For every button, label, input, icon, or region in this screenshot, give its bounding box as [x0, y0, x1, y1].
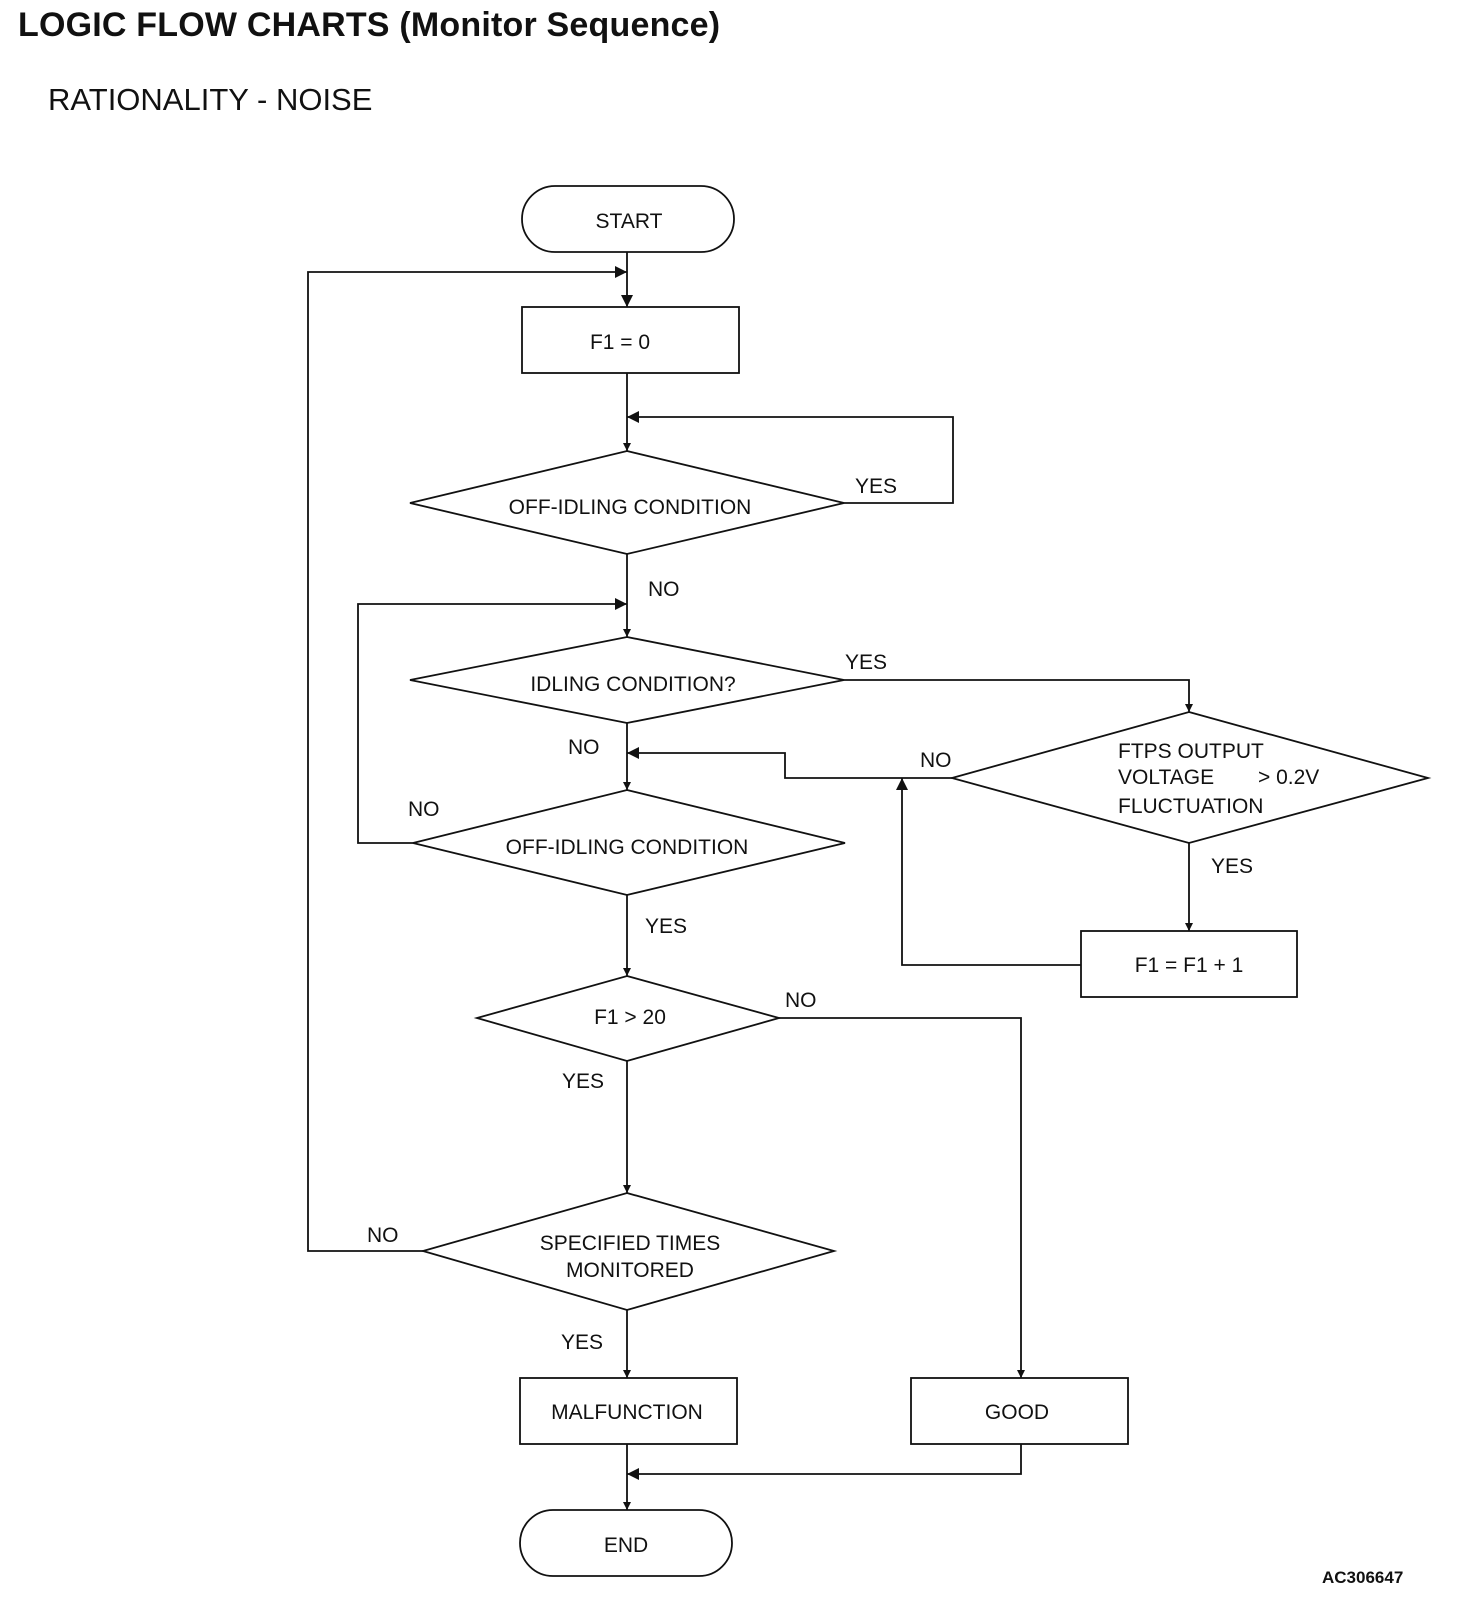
ftps-yes-label: YES — [1211, 855, 1253, 878]
figure-id: AC306647 — [1322, 1568, 1404, 1587]
f1-check-decision — [473, 975, 783, 1062]
f1-check-label: F1 > 20 — [594, 1006, 666, 1029]
malfunction-label: MALFUNCTION — [551, 1401, 703, 1424]
f1-increment-box — [1080, 930, 1298, 998]
f1-reset-label: F1 = 0 — [590, 331, 650, 354]
good-box — [910, 1377, 1129, 1445]
off-idling-1-label: OFF-IDLING CONDITION — [509, 496, 752, 519]
start-terminal — [521, 185, 735, 253]
end-label: END — [604, 1534, 648, 1557]
f1-check-yes-label: YES — [562, 1070, 604, 1093]
malfunction-box — [519, 1377, 738, 1445]
off-idling-1-no-label: NO — [648, 578, 680, 601]
connector-good-to-end — [627, 1444, 1022, 1480]
connector-increment-return — [896, 778, 1081, 966]
start-label: START — [596, 210, 663, 233]
ftps-line1-label: FTPS OUTPUT — [1118, 740, 1264, 763]
connector-specified-no-loop — [307, 266, 627, 1252]
page-title: LOGIC FLOW CHARTS (Monitor Sequence) — [18, 6, 721, 44]
connector-idling-yes-to-ftps — [844, 679, 1193, 712]
ftps-decision — [948, 711, 1432, 844]
off-idling-1-yes-label: YES — [855, 475, 897, 498]
f1-reset-box — [521, 306, 740, 374]
idling-no-label: NO — [568, 736, 600, 759]
off-idling-decision-2 — [412, 789, 846, 896]
page-subtitle: RATIONALITY - NOISE — [48, 82, 373, 117]
off-idling-2-no-label: NO — [408, 798, 440, 821]
end-terminal — [519, 1509, 733, 1577]
ftps-value-label: > 0.2V — [1258, 766, 1319, 789]
connector-off-idling-yes-loop — [627, 411, 954, 504]
off-idling-2-label: OFF-IDLING CONDITION — [506, 836, 749, 859]
good-label: GOOD — [985, 1401, 1049, 1424]
idling-label: IDLING CONDITION? — [530, 673, 735, 696]
off-idling-2-yes-label: YES — [645, 915, 687, 938]
idling-yes-label: YES — [845, 651, 887, 674]
idling-decision — [409, 636, 845, 724]
ftps-line2-label: VOLTAGE — [1118, 766, 1214, 789]
specified-line1-label: SPECIFIED TIMES — [540, 1232, 720, 1255]
off-idling-decision-1 — [409, 450, 845, 555]
specified-times-decision — [419, 1192, 838, 1311]
connector-f1-check-no-to-good — [779, 1017, 1025, 1378]
specified-line2-label: MONITORED — [566, 1259, 694, 1282]
connector-off-idling-2-no-loop — [357, 598, 627, 844]
ftps-line3-label: FLUCTUATION — [1118, 795, 1263, 818]
f1-check-no-label: NO — [785, 989, 817, 1012]
connector-ftps-no-return — [627, 747, 952, 779]
f1-increment-label: F1 = F1 + 1 — [1135, 954, 1244, 977]
ftps-no-label: NO — [920, 749, 952, 772]
specified-no-label: NO — [367, 1224, 399, 1247]
specified-yes-label: YES — [561, 1331, 603, 1354]
